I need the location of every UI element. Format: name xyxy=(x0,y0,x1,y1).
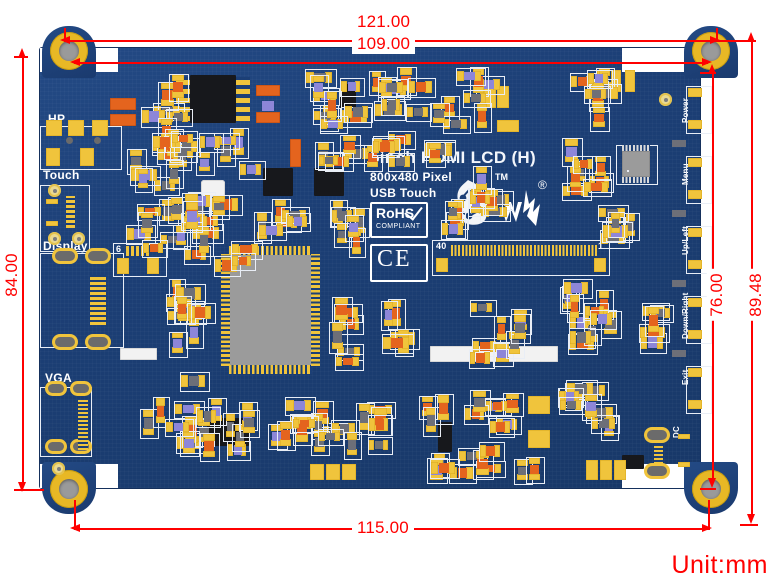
silk-box-left xyxy=(120,348,157,360)
trademark-symbol: TM xyxy=(495,172,508,182)
soic-chip-d xyxy=(438,422,452,452)
dim-arrow-115-right xyxy=(702,524,712,532)
resistor-vertical xyxy=(290,139,301,167)
dim-arrow-76-top xyxy=(708,64,716,74)
dim-arrow-76-bottom xyxy=(708,478,716,488)
rohs-label: RoHS xyxy=(376,205,415,221)
resistor-top-a xyxy=(256,85,280,96)
main-processor-chip xyxy=(229,254,312,366)
dim-label-body-width: 115.00 xyxy=(352,518,414,538)
fpc-40pin-connector xyxy=(432,240,610,276)
dim-label-body-height: 76.00 xyxy=(706,269,727,321)
dim-arrow-121-right xyxy=(710,36,720,44)
rohs-badge: RoHS COMPLIANT xyxy=(370,201,428,238)
dim-arrow-109-left xyxy=(70,58,80,66)
resistor-1206-b xyxy=(110,114,136,126)
ce-badge: CE xyxy=(370,244,428,282)
secondary-chip xyxy=(622,151,650,177)
diode-bottom-right xyxy=(622,455,644,469)
registered-symbol: ® xyxy=(538,178,547,192)
dim-arrow-109-right xyxy=(702,58,712,66)
resistor-top-b xyxy=(256,112,280,123)
soic-chip-a xyxy=(263,168,293,196)
board-interface: USB Touch xyxy=(370,186,437,200)
resistor-1206-a xyxy=(110,98,136,110)
dim-label-overall-height: 84.00 xyxy=(1,249,22,301)
dim-line-84 xyxy=(22,56,24,486)
silk-label-touch: Touch xyxy=(43,168,80,182)
header-6pin-start-label: 6 xyxy=(116,244,122,254)
dim-label-hole-span: 109.00 xyxy=(352,34,416,54)
unit-label: Unit:mm xyxy=(671,551,768,579)
rohs-compliant-label: COMPLIANT xyxy=(376,223,421,230)
display-hdmi-connector xyxy=(40,253,124,348)
soic-chip-b xyxy=(314,168,344,196)
soic-chip-top xyxy=(190,75,236,123)
dim-arrow-84-top xyxy=(18,48,26,58)
dim-arrow-89-top xyxy=(747,32,755,42)
dim-line-109 xyxy=(74,62,708,64)
board-resolution: 800x480 Pixel xyxy=(370,170,452,184)
board-title: 5inch HDMI LCD (H) xyxy=(370,148,536,167)
dim-label-overall-width: 121.00 xyxy=(352,12,416,32)
silk-label-vga: VGA xyxy=(45,371,72,385)
dim-label-total-height: 89.48 xyxy=(745,269,766,321)
ce-label: CE xyxy=(377,246,412,272)
dim-arrow-84-bottom xyxy=(18,482,26,492)
vga-connector xyxy=(40,387,92,457)
fpc-40pin-start-label: 40 xyxy=(436,241,447,251)
dim-arrow-89-bottom xyxy=(747,514,755,524)
header-6pin xyxy=(113,243,167,277)
mounting-hole-bottom-left xyxy=(50,470,88,508)
